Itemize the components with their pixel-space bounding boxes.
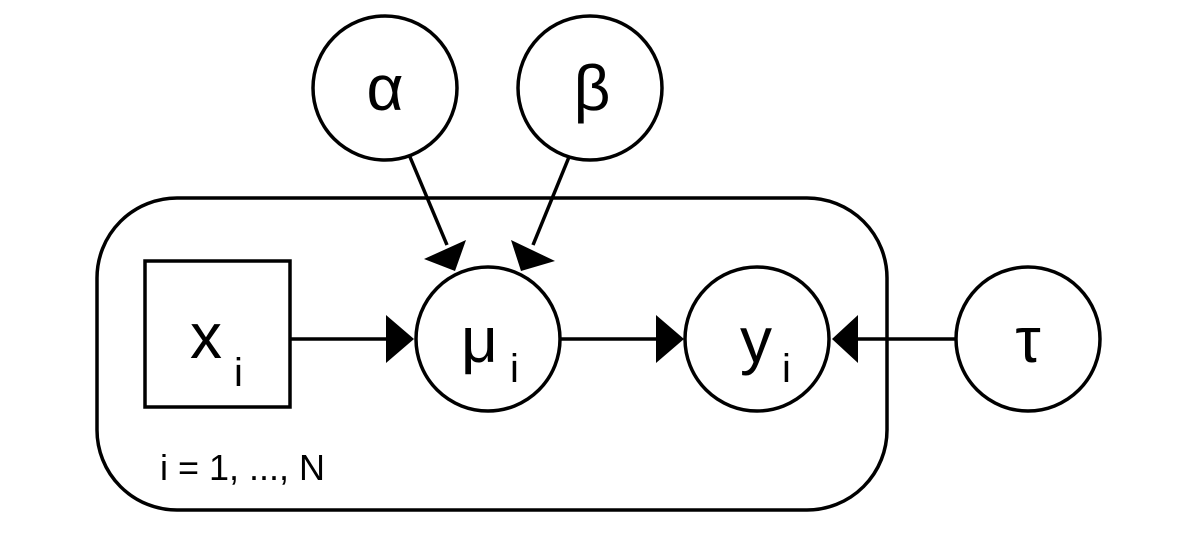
- edge-beta-to-mu: [531, 156, 571, 246]
- node-x: x i: [143, 259, 292, 409]
- edges: [290, 156, 956, 363]
- node-mu-circle: [414, 265, 562, 413]
- node-x-subscript: i: [234, 351, 243, 395]
- arrowhead-tau-to-y: [832, 315, 858, 363]
- node-tau-label: τ: [1015, 304, 1040, 376]
- arrowhead-x-to-mu: [386, 315, 414, 363]
- node-beta-label: β: [574, 52, 611, 124]
- node-tau: τ: [954, 265, 1102, 413]
- node-mu-label: μ: [461, 304, 498, 376]
- arrowhead-beta-to-mu: [511, 240, 555, 271]
- node-alpha: α: [311, 14, 459, 162]
- node-y-label: y: [740, 304, 772, 376]
- node-tau-circle: [954, 265, 1102, 413]
- node-alpha-circle: [311, 14, 459, 162]
- plate: [95, 196, 889, 512]
- node-y-circle: [683, 265, 831, 413]
- node-beta-circle: [516, 14, 664, 162]
- node-mu-subscript: i: [510, 347, 519, 391]
- node-x-square: [143, 259, 292, 409]
- node-y: y i: [683, 265, 831, 413]
- arrowhead-mu-to-y: [656, 315, 684, 363]
- node-beta: β: [516, 14, 664, 162]
- node-mu: μ i: [414, 265, 562, 413]
- edge-alpha-to-mu: [408, 156, 449, 246]
- node-alpha-label: α: [367, 52, 404, 124]
- node-y-subscript: i: [782, 347, 791, 391]
- arrowhead-alpha-to-mu: [424, 240, 466, 271]
- node-x-label: x: [190, 300, 222, 372]
- plate-label: i = 1, ..., N: [160, 447, 325, 488]
